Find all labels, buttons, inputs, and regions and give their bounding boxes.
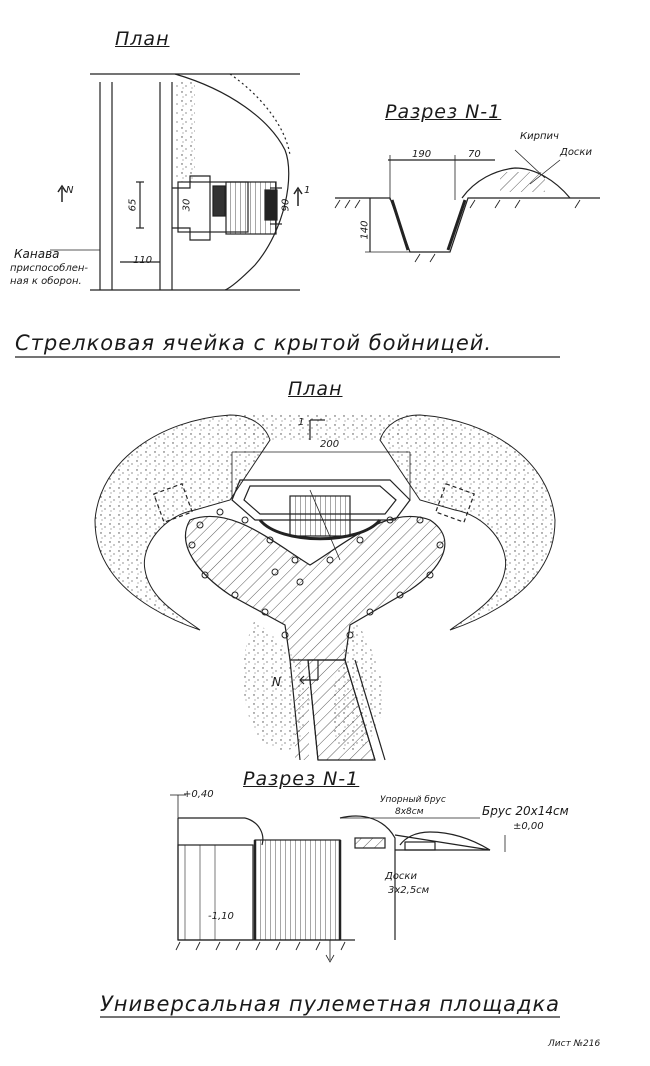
note-boards: Доски — [560, 147, 592, 158]
note-brick: Кирпич — [520, 131, 559, 142]
note-bottom-boards-size: 3х2,5см — [388, 885, 430, 896]
dim-140: 140 — [359, 220, 371, 240]
bottom-section-heading: Разрез N-1 — [243, 768, 360, 790]
top-section-heading: Разрез N-1 — [385, 101, 502, 123]
ditch-label-line-1: Канава — [14, 247, 60, 261]
dim-65: 65 — [127, 198, 139, 212]
note-bottom-boards: Доски — [385, 871, 417, 882]
middle-plan-heading: План — [288, 378, 343, 400]
ditch-label-line-3: ная к оборон. — [10, 276, 82, 287]
dim-70: 70 — [468, 149, 481, 160]
ditch-label-line-2: приспособлен- — [10, 263, 89, 274]
title-rifle-cell: Стрелковая ячейка с крытой бойницей. — [15, 331, 493, 355]
note-support-beam: Упорный брус — [380, 795, 446, 805]
title-machine-gun-platform: Универсальная пулеметная площадка — [100, 992, 561, 1016]
top-section-drawing — [334, 149, 600, 263]
note-support-beam-size: 8х8см — [395, 807, 424, 817]
top-plan-heading: План — [115, 28, 170, 50]
section-marker-1: 1 — [304, 185, 311, 196]
level-top: +0,40 — [183, 789, 214, 800]
barbed-wire — [188, 508, 444, 639]
section-marker-n: N — [66, 185, 74, 196]
dim-30: 30 — [181, 198, 193, 212]
middle-section-marker-n: N — [272, 675, 281, 689]
middle-plan-drawing — [94, 414, 556, 761]
bottom-section-drawing — [170, 794, 506, 963]
level-zero: ±0,00 — [513, 821, 544, 832]
dim-200: 200 — [320, 439, 340, 450]
dim-90: 90 — [280, 198, 292, 212]
level-bottom: -1,10 — [208, 911, 234, 922]
middle-section-marker-1: 1 — [298, 417, 305, 428]
note-beam: Брус 20х14см — [482, 804, 569, 818]
sheet-number: Лист №216 — [548, 1039, 601, 1049]
top-plan-drawing — [50, 73, 303, 291]
dim-110: 110 — [133, 255, 153, 266]
dim-190: 190 — [412, 149, 432, 160]
